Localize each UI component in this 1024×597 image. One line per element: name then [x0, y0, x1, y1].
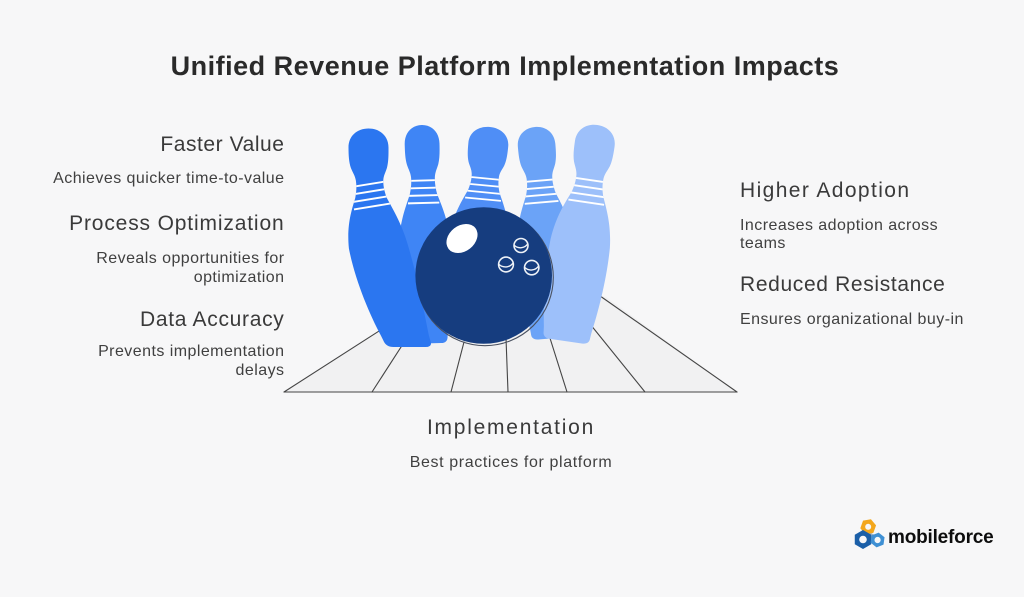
svg-text:mobileforce: mobileforce: [888, 527, 994, 548]
